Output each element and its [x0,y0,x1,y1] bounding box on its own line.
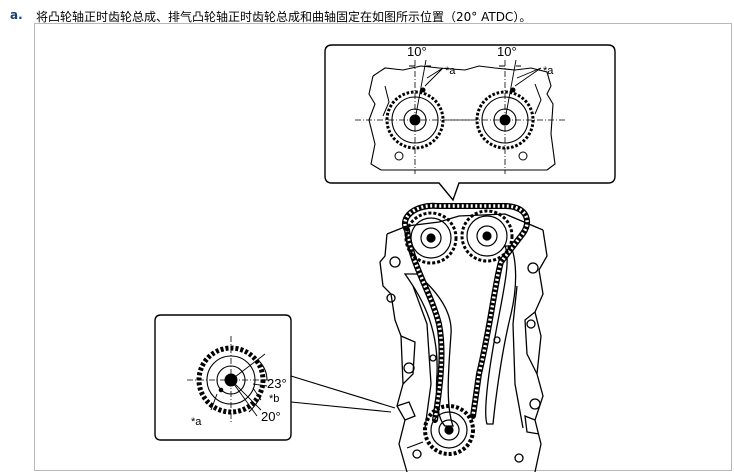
top-left-mark-label: *a [445,65,456,77]
bottom-lower-angle-label: 20° [261,409,281,424]
top-callout [324,44,616,202]
top-left-angle-label: 10° [407,44,427,59]
step-instruction: 将凸轮轴正时齿轮总成、排气凸轮轴正时齿轮总成和曲轴固定在如图所示位置（20° A… [36,10,532,24]
engine-block [379,213,548,472]
step-row: a. 将凸轮轴正时齿轮总成、排气凸轮轴正时齿轮总成和曲轴固定在如图所示位置（20… [0,0,734,24]
chain-guides [403,245,517,427]
bottom-mark-a-label: *a [191,416,202,428]
bottom-upper-angle-label: 23° [267,376,287,391]
engine-illustration [154,44,616,472]
step-letter: a. [10,8,23,22]
intake-cam-sprocket-lower [404,211,458,265]
exhaust-cam-sprocket-lower [460,209,514,263]
figure-frame: 10° 10° *a *a 23° *b 20° *a [34,23,732,472]
bottom-mark-b-label: *b [269,393,280,405]
bottom-callout [154,314,396,441]
top-right-mark-label: *a [543,65,554,77]
crank-sprocket [406,404,475,456]
top-right-angle-label: 10° [497,44,517,59]
